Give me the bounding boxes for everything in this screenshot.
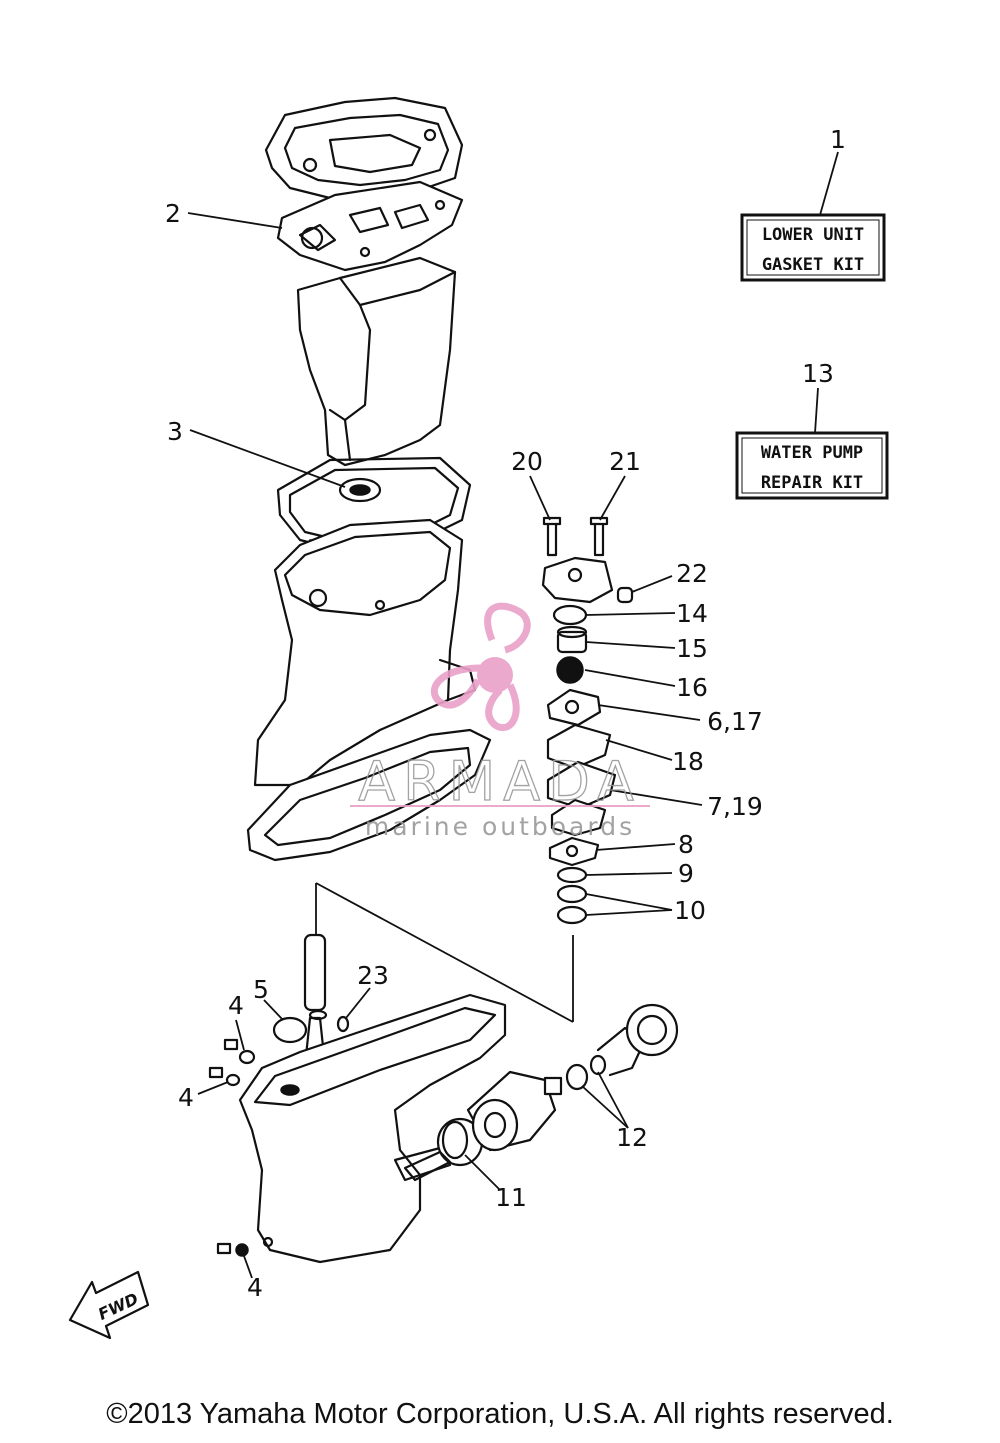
callout-12: 12 <box>616 1123 648 1152</box>
kit-pump-line1: WATER PUMP <box>761 443 863 463</box>
callout-23: 23 <box>357 961 389 990</box>
gasket-6-17 <box>546 688 701 727</box>
assembly-lines <box>315 882 574 1023</box>
seal-3 <box>338 477 382 503</box>
gasket-8 <box>548 836 676 867</box>
leaders-5-23 <box>263 987 371 1021</box>
insert-15 <box>556 625 676 654</box>
callout-14: 14 <box>676 599 708 628</box>
muffler <box>296 256 457 467</box>
callout-6-17: 6,17 <box>707 707 763 736</box>
leader-2 <box>187 212 283 229</box>
oring-23 <box>336 1015 350 1033</box>
callout-22: 22 <box>676 559 708 588</box>
callout-15: 15 <box>676 634 708 663</box>
washers-12 <box>565 1003 679 1129</box>
cartridge-18 <box>546 723 673 770</box>
bolts-4 <box>197 1019 256 1279</box>
base-plate <box>550 798 607 837</box>
callout-20: 20 <box>511 447 543 476</box>
grommet-22 <box>616 575 673 604</box>
callout-3: 3 <box>167 417 183 446</box>
exhaust-guide-plate <box>264 96 464 202</box>
leader-3 <box>189 429 346 488</box>
grommet-5 <box>272 1016 308 1044</box>
callouts: 2 3 20 21 22 14 15 16 6,17 18 7,19 8 9 1… <box>165 199 763 1302</box>
prop-shaft-housing <box>403 1070 563 1182</box>
callout-8: 8 <box>678 830 694 859</box>
callout-9: 9 <box>678 859 694 888</box>
bolts-20-21 <box>529 475 626 557</box>
kit-box-lower-unit: LOWER UNIT GASKET KIT 1 <box>740 125 886 282</box>
plate-7-19 <box>546 760 703 810</box>
gasket-2 <box>276 180 464 272</box>
propeller-icon <box>430 602 531 731</box>
callout-11: 11 <box>495 1183 527 1212</box>
kit-lower-line2: GASKET KIT <box>762 255 864 275</box>
seals-10 <box>556 884 673 925</box>
kit-box-water-pump: WATER PUMP REPAIR KIT 13 <box>735 359 889 500</box>
pump-housing <box>541 556 614 604</box>
impeller-16 <box>556 656 676 687</box>
fwd-arrow: FWD <box>68 1270 150 1340</box>
callout-13: 13 <box>802 359 834 388</box>
callout-16: 16 <box>676 673 708 702</box>
callout-2: 2 <box>165 199 181 228</box>
watermark-tagline: marine outboards <box>365 812 635 841</box>
oring-11 <box>441 1120 501 1191</box>
callout-1: 1 <box>830 125 846 154</box>
kit-pump-line2: REPAIR KIT <box>761 473 863 493</box>
upper-casing <box>253 518 477 787</box>
callout-4-top: 4 <box>228 991 244 1020</box>
watermark-logo: ARMADA marine outboards <box>350 602 650 841</box>
copyright-notice: ©2013 Yamaha Motor Corporation, U.S.A. A… <box>106 1398 894 1430</box>
callout-4-mid: 4 <box>178 1083 194 1112</box>
lower-casing-seal <box>246 728 492 862</box>
plate-14 <box>552 604 676 626</box>
callout-4-bottom: 4 <box>247 1273 263 1302</box>
oring-9 <box>556 866 673 884</box>
callout-18: 18 <box>672 747 704 776</box>
lower-casing <box>238 993 507 1264</box>
callout-5: 5 <box>253 975 269 1004</box>
watermark-brand: ARMADA <box>358 750 642 813</box>
callout-21: 21 <box>609 447 641 476</box>
kit-lower-line1: LOWER UNIT <box>762 225 864 245</box>
callout-7-19: 7,19 <box>707 792 763 821</box>
callout-10: 10 <box>674 896 706 925</box>
